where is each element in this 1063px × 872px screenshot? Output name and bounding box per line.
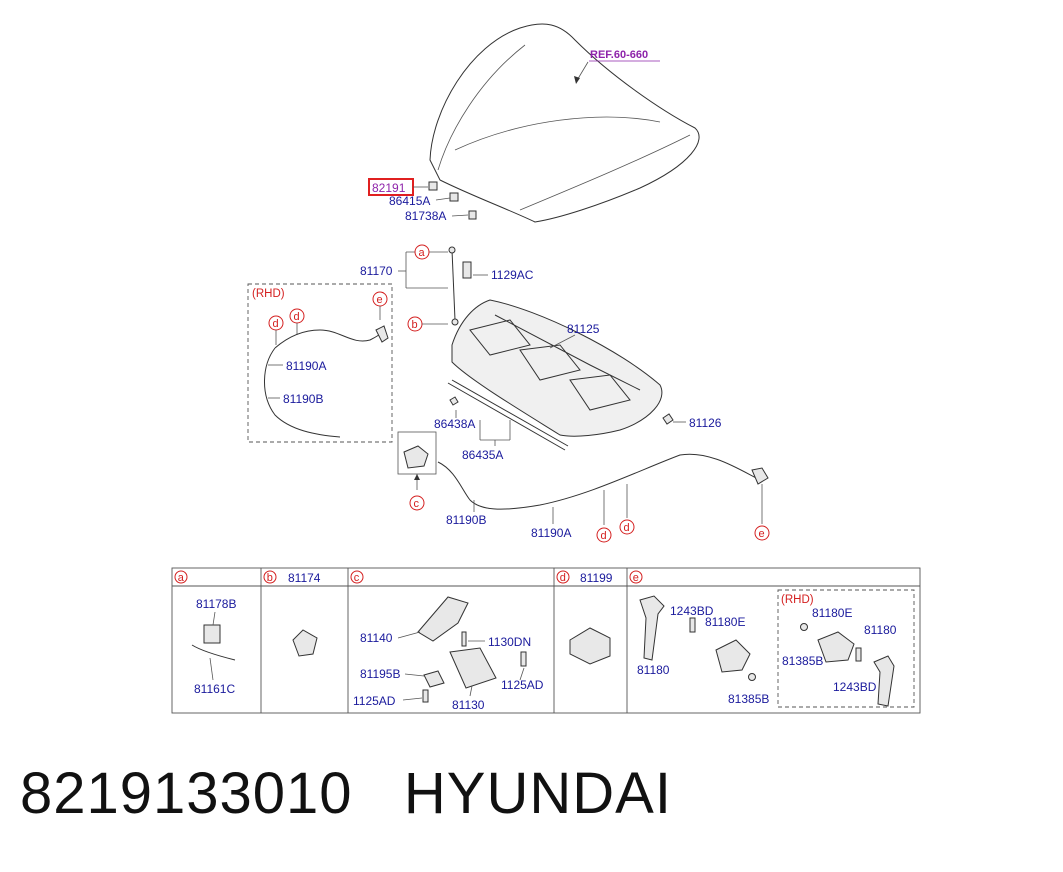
bumper-icon-2	[449, 192, 459, 202]
cell-c-label-81195b: 81195B	[360, 667, 400, 681]
cell-a-label-81161c: 81161C	[194, 682, 235, 696]
cell-c-label-1125ad-left: 1125AD	[353, 694, 396, 708]
handle-icon	[639, 595, 665, 661]
label-81738a: 81738A	[405, 209, 446, 223]
table-header-e-marker	[629, 570, 643, 584]
cell-b-part-icon	[292, 629, 318, 657]
cell-e-rhd-81180e: 81180E	[812, 606, 852, 620]
clip-icon	[662, 413, 674, 425]
label-81190a: 81190A	[531, 526, 571, 540]
rhd-cable-lower	[264, 347, 341, 438]
table-header-e-letter: e	[633, 572, 639, 584]
table-header-b-letter: b	[267, 572, 273, 584]
latch-body-icon	[449, 647, 497, 689]
table-header-d-part: 81199	[580, 571, 613, 585]
label-86438a: 86438A	[434, 417, 475, 431]
hood-stay-rod	[451, 249, 456, 321]
bumper-icon	[428, 181, 438, 191]
part-number: 8219133010	[20, 761, 353, 826]
part-caption: 8219133010 HYUNDAI	[20, 760, 672, 827]
rhd-latch-icon	[375, 325, 389, 343]
hood-insulator	[451, 299, 663, 437]
rhd-cable-upper	[274, 329, 385, 349]
table-header-a-marker	[174, 570, 188, 584]
marker-d1	[596, 527, 612, 543]
label-81126: 81126	[689, 416, 722, 430]
marker-d2-letter: d	[624, 522, 630, 534]
label-1129ac: 1129AC	[491, 268, 534, 282]
table-header-d-marker	[556, 570, 570, 584]
cell-c-label-1125ad-right: 1125AD	[501, 678, 544, 692]
rhd-lock-icon	[817, 631, 855, 663]
striker-icon	[423, 670, 445, 688]
rhd-box	[247, 283, 393, 443]
marker-d2	[619, 519, 635, 535]
label-86435a: 86435A	[462, 448, 503, 462]
bumper-icon-3	[468, 210, 477, 220]
strap-icon	[191, 644, 236, 661]
cell-c-label-81130: 81130	[452, 698, 485, 712]
rhd-label-81190a: 81190A	[286, 359, 326, 373]
table-header-c-letter: c	[354, 572, 360, 584]
marker-d1-letter: d	[601, 530, 607, 542]
cell-e-rhd-1243bd: 1243BD	[833, 680, 877, 694]
seal-strip	[447, 382, 566, 451]
rhd-label-81190b: 81190B	[283, 392, 323, 406]
table-header-c-marker	[350, 570, 364, 584]
marker-c-letter: c	[414, 498, 420, 510]
brand-name: HYUNDAI	[403, 761, 672, 826]
bracket-icon	[203, 624, 221, 644]
marker-e-letter: e	[759, 528, 765, 540]
cell-e-rhd-label: (RHD)	[781, 594, 814, 606]
lock-assembly-icon	[715, 639, 751, 673]
rhd-handle-icon	[873, 655, 895, 707]
label-81190b: 81190B	[446, 513, 486, 527]
seal-clip-icon	[449, 396, 459, 406]
lever-icon	[403, 445, 429, 469]
marker-a	[414, 244, 430, 260]
cell-e-rhd-81385b: 81385B	[782, 654, 823, 668]
table-header-a-letter: a	[178, 572, 185, 584]
table-header-d-letter: d	[560, 572, 566, 584]
stay-bolt-icon	[462, 261, 472, 279]
rhd-marker-d1-letter: d	[273, 318, 279, 330]
marker-b-letter: b	[412, 319, 418, 331]
ref-label: REF.60-660	[590, 49, 648, 61]
highlighted-part-label: 82191	[372, 181, 406, 195]
cell-d-part-icon	[569, 627, 611, 665]
hood-panel	[429, 23, 700, 223]
detail-table	[171, 567, 921, 714]
release-lever-icon	[417, 596, 469, 642]
cell-e-label-1243bd: 1243BD	[670, 604, 714, 618]
table-header-b-part: 81174	[288, 571, 321, 585]
table-header-b-marker	[263, 570, 277, 584]
rhd-marker-d2-letter: d	[294, 311, 300, 323]
cell-e-label-81385b: 81385B	[728, 692, 769, 706]
rhd-marker-e-letter: e	[377, 294, 383, 306]
hood-release-cable	[437, 453, 761, 510]
marker-a-letter: a	[419, 247, 426, 259]
cell-e-rhd-81180: 81180	[864, 623, 897, 637]
label-81170: 81170	[360, 264, 393, 278]
cell-c-label-1130dn: 1130DN	[488, 635, 531, 649]
cable-end-icon	[751, 467, 769, 485]
cell-a-label-81178b: 81178B	[196, 597, 236, 611]
label-81125: 81125	[567, 322, 600, 336]
marker-e	[754, 525, 770, 541]
rhd-box-label: (RHD)	[252, 288, 285, 300]
cell-e-label-81180e: 81180E	[705, 615, 745, 629]
marker-c	[409, 495, 425, 511]
cell-e-label-81180: 81180	[637, 663, 670, 677]
label-86415a: 86415A	[389, 194, 430, 208]
cell-c-label-81140: 81140	[360, 631, 393, 645]
